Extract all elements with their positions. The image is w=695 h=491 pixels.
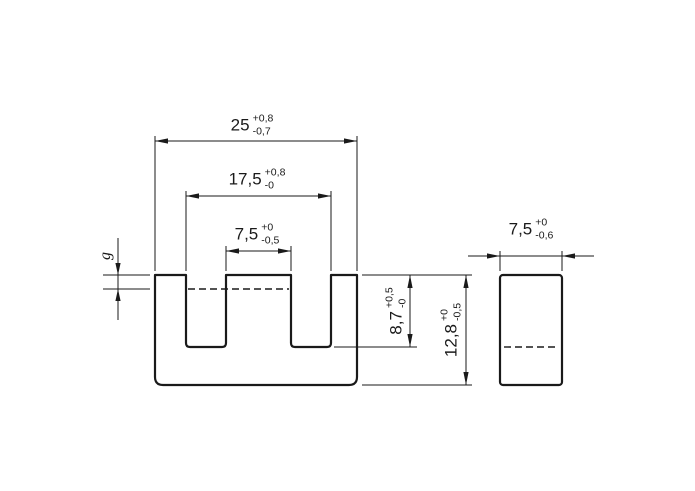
dim-core-depth-tolerances: +0 -0,6	[535, 216, 553, 241]
arrowhead	[487, 253, 500, 259]
dim-core-depth-tol-lower: -0,6	[535, 229, 554, 241]
dim-air-gap-label: g	[97, 252, 114, 260]
dim-overall-width-tol-lower: -0,7	[252, 125, 271, 137]
arrowhead	[407, 275, 413, 288]
dim-center-leg-width-tolerances: +0 -0,5	[261, 221, 279, 246]
dim-inner-width-tolerances: +0,8 -0	[265, 166, 286, 191]
dim-overall-height-value: 12,8	[441, 324, 461, 358]
arrowhead	[278, 248, 291, 254]
arrowhead	[115, 289, 121, 301]
dim-core-depth-tol-upper: +0	[535, 216, 548, 229]
arrowhead	[155, 138, 168, 144]
dim-window-depth-tol-lower: -0	[396, 298, 408, 309]
dim-inner-width-tol-lower: -0	[264, 179, 275, 191]
dim-overall-height-tolerances: +0 -0,5	[438, 303, 463, 321]
arrowhead	[344, 138, 357, 144]
arrowhead	[115, 263, 121, 275]
front-view-outline	[153, 273, 359, 387]
dim-center-leg-width-tol-upper: +0	[261, 221, 274, 234]
side-view-outline	[498, 273, 564, 387]
arrowhead	[318, 193, 331, 199]
dimension-lines	[117, 140, 594, 385]
arrowhead	[463, 275, 469, 288]
arrowhead	[463, 372, 469, 385]
dim-center-leg-width-value: 7,5	[234, 224, 259, 244]
dim-core-depth-value: 7,5	[508, 219, 533, 239]
dim-inner-width-value: 17,5	[228, 169, 262, 189]
dim-overall-width-value: 25	[230, 115, 250, 135]
dim-inner-width-label: 17,5 +0,8 -0	[229, 166, 286, 191]
arrowhead	[562, 253, 575, 259]
dim-core-depth-label: 7,5 +0 -0,6	[509, 216, 554, 241]
dim-center-leg-width-tol-lower: -0,5	[261, 234, 280, 246]
dim-overall-height-tol-lower: -0,5	[451, 302, 463, 321]
dim-window-depth-value: 8,7	[386, 311, 406, 335]
dim-overall-width-label: 25 +0,8 -0,7	[231, 112, 274, 137]
dim-overall-width-tolerances: +0,8 -0,7	[253, 112, 274, 137]
dim-window-depth-label: 8,7 +0,5 -0	[383, 287, 408, 334]
dim-window-depth-tol-upper: +0,5	[383, 287, 396, 309]
dim-overall-width-tol-upper: +0,8	[252, 112, 274, 125]
arrowhead	[407, 334, 413, 347]
dim-overall-height-label: 12,8 +0 -0,5	[438, 303, 463, 357]
dim-overall-height-tol-upper: +0	[438, 309, 451, 321]
arrowheads	[115, 138, 575, 385]
extension-lines	[103, 136, 563, 386]
dim-inner-width-tol-upper: +0,8	[264, 166, 286, 179]
arrowhead	[226, 248, 239, 254]
dim-window-depth-tolerances: +0,5 -0	[383, 287, 408, 308]
arrowhead	[186, 193, 199, 199]
dim-center-leg-width-label: 7,5 +0 -0,5	[235, 221, 280, 246]
